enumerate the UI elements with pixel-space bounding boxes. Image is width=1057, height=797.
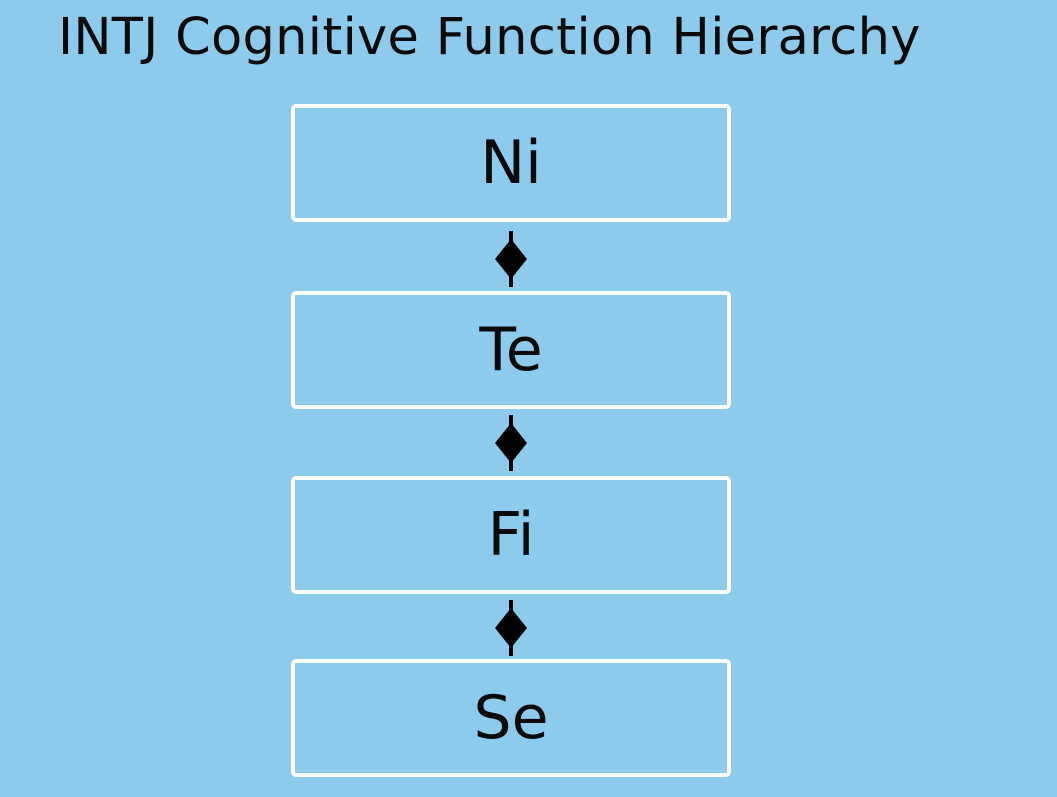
function-node-se: Se: [291, 659, 731, 777]
bidirectional-diamond-arrow-icon: [495, 231, 527, 287]
bidirectional-diamond-arrow-icon: [495, 600, 527, 656]
function-label-te: Te: [479, 315, 543, 385]
function-label-fi: Fi: [487, 500, 535, 570]
function-node-fi: Fi: [291, 476, 731, 594]
bidirectional-diamond-arrow-icon: [495, 415, 527, 471]
function-node-te: Te: [291, 291, 731, 409]
function-node-ni: Ni: [291, 104, 731, 222]
diagram-title: INTJ Cognitive Function Hierarchy: [58, 8, 921, 67]
function-label-ni: Ni: [480, 128, 542, 198]
function-label-se: Se: [473, 683, 549, 753]
